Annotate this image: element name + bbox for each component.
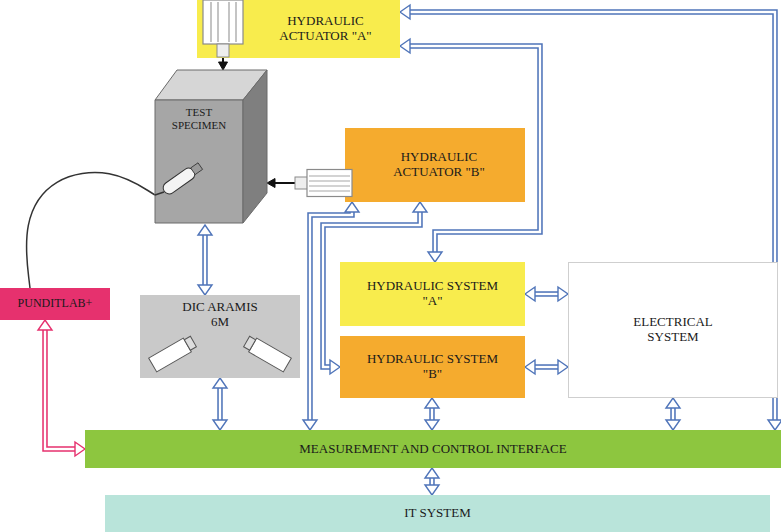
system-box: DIC ARAMIS 6M: [140, 295, 300, 378]
arrowhead: [428, 252, 442, 262]
camera-body: [249, 338, 292, 372]
node-label: DIC ARAMIS 6M: [176, 300, 264, 330]
arrowhead: [75, 442, 85, 456]
cube-front-face: [155, 100, 243, 223]
node-label: TEST SPECIMEN: [159, 106, 239, 131]
arrowhead: [345, 202, 359, 212]
arrowhead: [558, 287, 568, 301]
arrowhead: [198, 285, 212, 295]
system-box: MEASUREMENT AND CONTROL INTERFACE: [85, 430, 781, 468]
arrowhead: [525, 360, 535, 374]
connector-line-core: [204, 232, 206, 288]
arrowhead: [558, 360, 568, 374]
cylinder-shade: [217, 2, 219, 42]
arrowhead: [213, 420, 227, 430]
arrowhead: [198, 225, 212, 235]
node-label: HYDRAULIC SYSTEM "A": [367, 279, 499, 309]
connector-line: [26, 173, 155, 288]
dic-camera: [149, 335, 198, 372]
connector-line-core: [219, 385, 221, 423]
arrowhead: [666, 420, 680, 430]
cylinder-shade: [228, 2, 230, 42]
connector: [26, 173, 155, 288]
node-label: HYDRAULIC ACTUATOR "A": [260, 14, 392, 44]
node-label: IT SYSTEM: [404, 506, 471, 521]
specimen-cube: [155, 70, 267, 225]
cylinder-body: [307, 170, 352, 197]
connector: [425, 468, 439, 495]
specimen-node: TEST SPECIMEN: [155, 70, 267, 225]
probe-tip: [191, 163, 203, 175]
camera-body: [149, 338, 192, 372]
camera-lens: [244, 336, 256, 350]
connector-line: [217, 385, 223, 423]
piston-rod: [295, 177, 308, 189]
arrowhead: [425, 420, 439, 430]
cylinder-shade: [309, 190, 350, 192]
connector: [213, 378, 227, 430]
node-label: HYDRAULIC ACTUATOR "B": [373, 150, 505, 180]
node-label: MEASUREMENT AND CONTROL INTERFACE: [299, 442, 566, 457]
arrowhead: [267, 179, 275, 188]
connector: [425, 398, 439, 430]
connector-line-core: [532, 293, 561, 295]
connector: [525, 287, 568, 301]
system-box: HYDRAULIC SYSTEM "B": [340, 336, 525, 398]
connector-line: [45, 327, 78, 449]
arrowhead: [525, 287, 535, 301]
connector-line: [202, 232, 208, 288]
arrowhead: [425, 468, 439, 478]
cylinder-shade: [309, 185, 350, 187]
ultrasonic-probe: [161, 161, 204, 196]
arrowhead: [219, 62, 228, 70]
cylinder-shade: [309, 175, 350, 177]
connector: [525, 360, 568, 374]
arrowhead: [213, 378, 227, 388]
dic-camera: [243, 335, 292, 372]
system-box: HYDRAULIC ACTUATOR "B": [345, 128, 525, 202]
arrowhead: [330, 360, 340, 374]
arrowhead: [425, 398, 439, 408]
connector: [219, 58, 228, 70]
connector: [666, 398, 680, 430]
arrowhead: [38, 320, 52, 330]
piston-rod: [217, 44, 229, 57]
arrowhead: [413, 202, 427, 212]
connector: [38, 320, 85, 456]
actuator-cylinder: [295, 169, 353, 197]
connector-line-core: [45, 327, 78, 449]
node-label: PUNDITLAB+: [18, 297, 93, 311]
system-box: IT SYSTEM: [105, 495, 770, 532]
arrowhead: [768, 420, 781, 430]
arrowhead: [400, 5, 410, 19]
node-label: HYDRAULIC SYSTEM "B": [367, 352, 499, 382]
connector: [198, 225, 212, 295]
arrowhead: [666, 398, 680, 408]
cylinder-body: [203, 0, 243, 44]
cylinder-shade: [309, 180, 350, 182]
cylinder-shade: [210, 2, 212, 42]
system-box: PUNDITLAB+: [0, 288, 110, 320]
cube-side-face: [243, 70, 267, 223]
system-box: HYDRAULIC SYSTEM "A": [340, 262, 525, 326]
system-box: ELECTRICAL SYSTEM: [568, 262, 778, 398]
connector-line: [532, 291, 561, 297]
connector-line-core: [532, 366, 561, 368]
probe-cable: [155, 192, 164, 195]
connector-line: [532, 364, 561, 370]
cylinder-shade: [235, 2, 237, 42]
arrowhead: [303, 420, 317, 430]
arrowhead: [400, 39, 410, 53]
system-box: HYDRAULIC ACTUATOR "A": [197, 0, 400, 58]
probe-body: [161, 166, 197, 196]
camera-lens: [184, 336, 196, 350]
node-label: ELECTRICAL SYSTEM: [618, 315, 728, 345]
arrowhead: [425, 485, 439, 495]
actuator-cylinder: [201, 0, 245, 58]
